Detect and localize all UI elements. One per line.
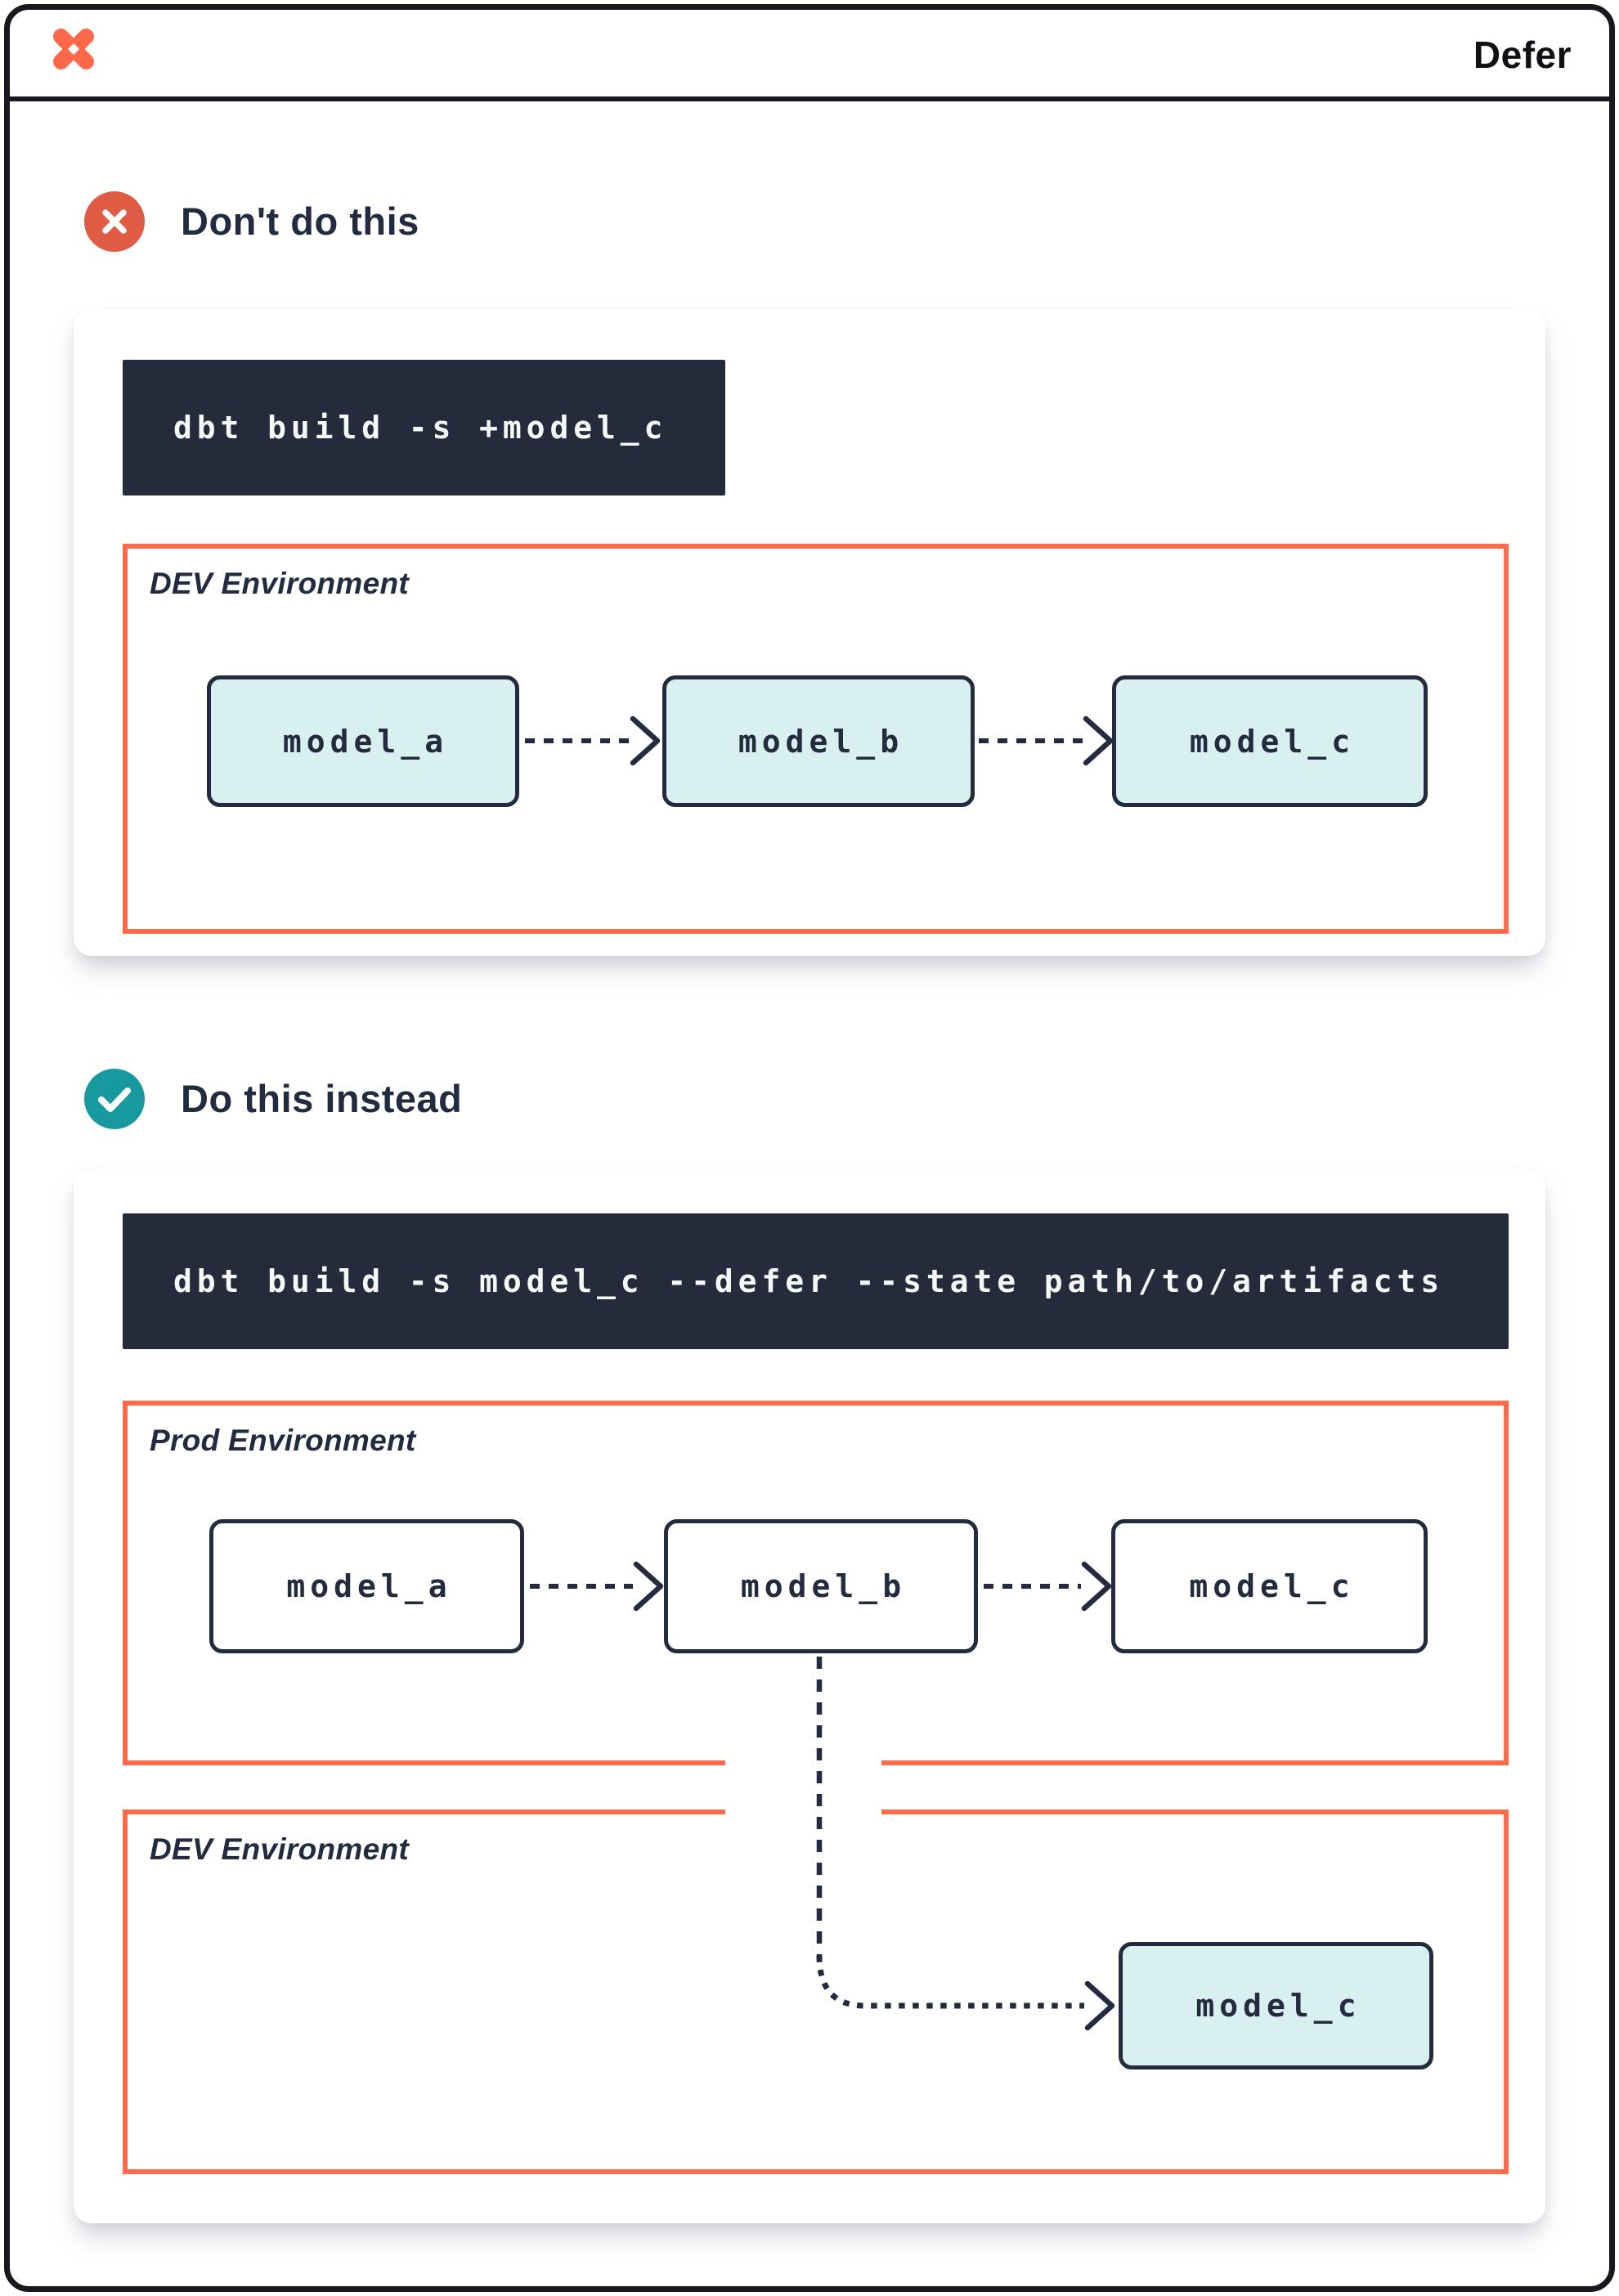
model-label: model_b (738, 723, 904, 760)
do-command-block: dbt build -s model_c --defer --state pat… (123, 1213, 1509, 1349)
dev-border-gap (725, 1808, 881, 1817)
dont-model-a-node: model_a (207, 675, 519, 807)
model-label: model_c (1189, 723, 1356, 760)
do-section-heading: Do this instead (181, 1077, 463, 1120)
dont-dev-environment-label: DEV Environment (150, 567, 409, 600)
dbt-logo-icon (53, 29, 94, 70)
prod-model-c-node: model_c (1111, 1519, 1428, 1653)
do-dev-environment-label: DEV Environment (150, 1832, 409, 1866)
prod-border-gap (725, 1759, 881, 1768)
prod-environment-label: Prod Environment (150, 1424, 416, 1457)
model-label: model_b (740, 1568, 907, 1604)
dont-command-text: dbt build -s +model_c (173, 410, 668, 446)
dont-command-block: dbt build -s +model_c (123, 360, 725, 496)
model-label: model_a (286, 1568, 452, 1604)
check-circle-icon (84, 1069, 145, 1129)
model-label: model_a (282, 723, 449, 760)
x-circle-icon (84, 191, 145, 252)
prod-model-b-node: model_b (664, 1519, 978, 1653)
dev-model-c-node: model_c (1119, 1942, 1433, 2070)
prod-model-a-node: model_a (209, 1519, 524, 1653)
model-label: model_c (1189, 1568, 1355, 1604)
dont-model-b-node: model_b (662, 675, 975, 807)
header-divider (8, 96, 1611, 101)
dont-section-heading: Don't do this (181, 200, 419, 243)
dont-model-c-node: model_c (1112, 675, 1428, 807)
page-title: Defer (1473, 34, 1572, 76)
do-command-text: dbt build -s model_c --defer --state pat… (173, 1263, 1445, 1299)
model-label: model_c (1195, 1988, 1361, 2024)
